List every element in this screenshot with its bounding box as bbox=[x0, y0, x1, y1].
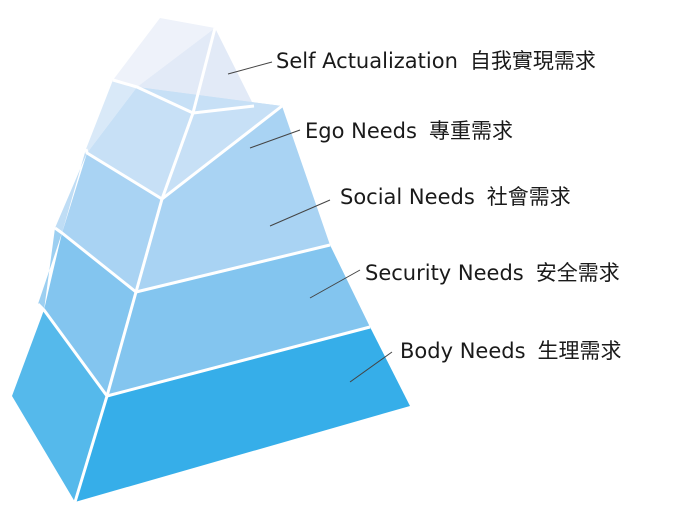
leader-lines bbox=[227, 61, 393, 383]
pyramid-level-4-front bbox=[44, 233, 370, 396]
label-chinese: 安全需求 bbox=[535, 261, 620, 285]
label-english: Security Needs bbox=[365, 261, 524, 285]
pyramid-level-2-front-lower bbox=[87, 87, 282, 199]
label-english: Social Needs bbox=[340, 185, 475, 209]
divider-1 bbox=[112, 78, 255, 115]
divider-4 bbox=[36, 302, 371, 398]
level-dividers bbox=[36, 27, 371, 503]
leader-line-5 bbox=[349, 351, 393, 383]
leader-line-1 bbox=[227, 61, 273, 75]
level-label-self-actualization: Self Actualization 自我實現需求 bbox=[276, 48, 596, 74]
pyramid-level-4-side bbox=[38, 228, 62, 310]
leader-line-4 bbox=[309, 269, 361, 299]
pyramid-level-3-front bbox=[62, 106, 330, 292]
divider-2 bbox=[84, 104, 283, 201]
label-chinese: 專重需求 bbox=[428, 119, 513, 143]
pyramid-level-3-side bbox=[55, 149, 87, 233]
label-chinese: 自我實現需求 bbox=[469, 49, 596, 73]
divider-3 bbox=[54, 226, 331, 294]
pyramid-level-1-side bbox=[113, 18, 215, 87]
leader-line-3 bbox=[269, 199, 331, 227]
level-label-security-needs: Security Needs 安全需求 bbox=[365, 260, 620, 286]
divider-edge-main bbox=[73, 27, 217, 503]
level-label-body-needs: Body Needs 生理需求 bbox=[400, 338, 622, 364]
label-english: Body Needs bbox=[400, 339, 526, 363]
pyramid-level-5-front bbox=[75, 327, 410, 502]
label-english: Ego Needs bbox=[305, 119, 417, 143]
pyramid-level-2-side bbox=[86, 80, 137, 153]
level-label-ego-needs: Ego Needs 專重需求 bbox=[305, 118, 513, 144]
leader-line-2 bbox=[249, 129, 301, 149]
label-chinese: 生理需求 bbox=[537, 339, 622, 363]
pyramid-level-5-side bbox=[12, 310, 107, 502]
label-english: Self Actualization bbox=[276, 49, 458, 73]
level-label-social-needs: Social Needs 社會需求 bbox=[340, 184, 571, 210]
label-chinese: 社會需求 bbox=[486, 185, 571, 209]
